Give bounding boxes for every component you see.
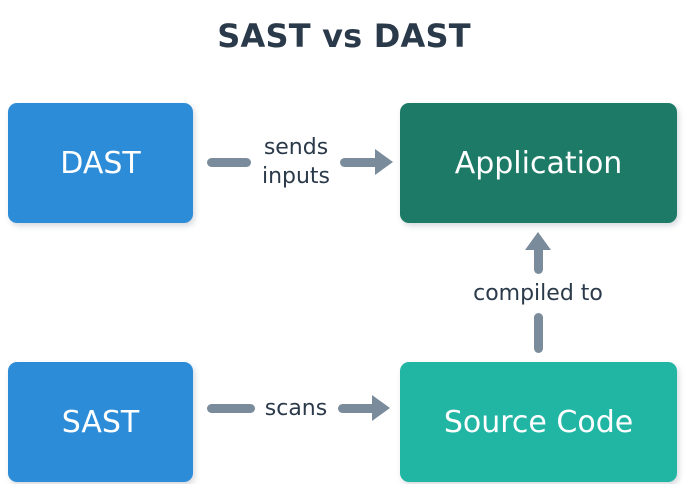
page-title: SAST vs DAST <box>217 17 471 55</box>
edge-scans-label: scans <box>264 396 328 421</box>
node-sast-label: SAST <box>61 404 140 440</box>
edge-compiled-to-arrow-shaft <box>534 248 543 274</box>
node-dast[interactable]: DAST <box>8 103 193 223</box>
edge-sends-inputs-label: sends inputs <box>261 135 331 189</box>
edge-scans-line-segment <box>207 404 255 413</box>
edge-scans-arrowhead-icon <box>372 395 390 421</box>
node-application[interactable]: Application <box>400 103 677 223</box>
edge-compiled-to-label: compiled to <box>473 281 603 306</box>
edge-sends-inputs-arrow-shaft <box>340 158 376 167</box>
edge-scans-arrow-shaft <box>338 404 373 413</box>
node-source-code-label: Source Code <box>443 404 634 440</box>
edge-sends-inputs-arrowhead-icon <box>375 149 393 175</box>
node-sast[interactable]: SAST <box>8 362 193 482</box>
node-application-label: Application <box>454 145 623 181</box>
edge-sends-inputs-line-segment <box>207 158 251 167</box>
node-source-code[interactable]: Source Code <box>400 362 677 482</box>
edge-compiled-to-line-segment <box>534 313 543 353</box>
edge-compiled-to-arrowhead-icon <box>525 232 551 250</box>
node-dast-label: DAST <box>60 145 141 181</box>
